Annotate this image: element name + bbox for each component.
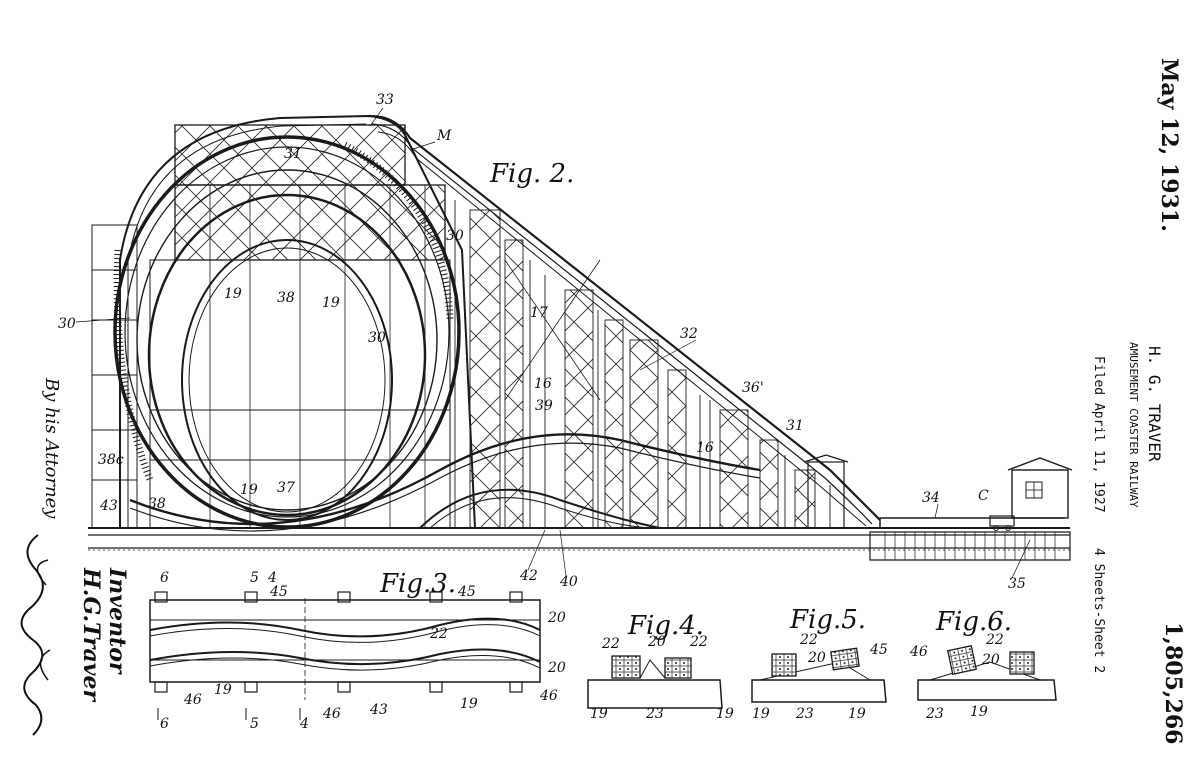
f3-ref-45-b: 45 — [457, 584, 476, 600]
f4-ref-20: 20 — [647, 634, 666, 650]
f3-ref-46-a: 46 — [183, 692, 202, 708]
ref-30-left: 30 — [58, 316, 76, 332]
f3-ref-22: 22 — [429, 626, 448, 642]
fig3-track-plan — [149, 591, 541, 720]
f3-ref-6-bottom: 6 — [160, 716, 169, 732]
f3-ref-4-bottom: 4 — [299, 716, 309, 732]
f3-ref-20-bottom: 20 — [547, 660, 566, 676]
f4-ref-22-a: 22 — [601, 636, 620, 652]
ref-C: C — [978, 488, 989, 504]
f3-ref-46-c: 46 — [539, 688, 558, 704]
f4-ref-23: 23 — [645, 706, 664, 722]
f6-ref-23: 23 — [925, 706, 944, 722]
fig6-labels: Fig.6. 22 46 20 23 19 — [909, 607, 1012, 722]
f6-ref-20: 20 — [981, 652, 1000, 668]
fig5-section — [751, 647, 887, 703]
fig4-label: Fig.4. — [627, 611, 704, 641]
ref-19-b: 19 — [322, 295, 340, 311]
f5-ref-20: 20 — [807, 650, 826, 666]
ref-M: M — [436, 128, 452, 144]
signature-inventor-name: H.G.Traver — [78, 568, 104, 702]
patent-number: 1,805,266 — [1160, 622, 1186, 745]
patent-title: AMUSEMENT COASTER RAILWAY — [1127, 342, 1140, 508]
f6-ref-22: 22 — [985, 632, 1004, 648]
ref-19-c: 19 — [240, 482, 258, 498]
ref-37: 37 — [277, 480, 295, 496]
f3-ref-4-top: 4 — [267, 570, 277, 586]
ref-43: 43 — [99, 498, 118, 514]
fig3-labels: Fig.3. 6 5 4 45 45 20 22 20 46 19 46 43 … — [160, 569, 566, 732]
station — [869, 457, 1073, 561]
ref-39: 39 — [535, 398, 553, 414]
f5-ref-22: 22 — [799, 632, 818, 648]
f5-ref-45: 45 — [869, 642, 888, 658]
f4-ref-19-a: 19 — [590, 706, 608, 722]
signature-inventor-label: Inventor — [104, 568, 130, 674]
ref-32: 32 — [680, 326, 698, 342]
f3-ref-20-top: 20 — [547, 610, 566, 626]
patent-date: May 12, 1931. — [1156, 58, 1182, 232]
fig2-label: Fig. 2. — [489, 159, 574, 189]
ref-31-right: 31 — [786, 418, 804, 434]
fig5-label: Fig.5. — [789, 605, 866, 635]
fig2-reference-numerals: Fig. 2. 33 M 31 30 19 38 19 30 30 17 32 … — [58, 92, 1031, 592]
fig6-label: Fig.6. — [935, 607, 1012, 637]
ref-40: 40 — [559, 574, 578, 590]
fig5-labels: Fig.5. 22 20 45 19 23 19 — [752, 605, 888, 722]
f3-ref-19-a: 19 — [214, 682, 232, 698]
ground-line — [88, 527, 1070, 551]
f6-ref-46: 46 — [909, 644, 928, 660]
ref-38-base: 38 — [148, 496, 166, 512]
f4-ref-22-b: 22 — [689, 634, 708, 650]
f5-ref-23: 23 — [795, 706, 814, 722]
ref-38c: 38c — [98, 452, 124, 468]
ref-36-prime: 36' — [742, 380, 764, 396]
lift-hill — [367, 114, 881, 529]
ref-33: 33 — [376, 92, 394, 108]
ref-38: 38 — [277, 290, 295, 306]
fig6-section — [917, 644, 1057, 701]
wave-track — [129, 433, 761, 532]
f3-ref-5-top: 5 — [250, 570, 259, 586]
attorney-signature-scrawl — [20, 534, 51, 736]
f3-ref-46-b: 46 — [322, 706, 341, 722]
ref-30-inner: 30 — [368, 330, 386, 346]
f3-ref-43: 43 — [369, 702, 388, 718]
ref-16-right: 16 — [696, 440, 714, 456]
ref-31-top: 31 — [284, 146, 302, 162]
fig4-section — [587, 655, 723, 709]
patent-filed-date: Filed April 11, 1927 — [1091, 356, 1106, 513]
patent-inventor-name: H. G. TRAVER — [1145, 346, 1164, 462]
ref-34: 34 — [922, 490, 940, 506]
fig4-labels: Fig.4. 22 20 22 19 23 19 — [590, 611, 734, 722]
f3-ref-6-top: 6 — [160, 570, 169, 586]
fig2-elevation — [88, 114, 1073, 561]
f6-ref-19: 19 — [970, 704, 988, 720]
loop-structure — [113, 114, 476, 529]
f3-ref-19-b: 19 — [460, 696, 478, 712]
signature-by-attorney: By his Attorney — [41, 378, 62, 519]
f5-ref-19-a: 19 — [752, 706, 770, 722]
ref-16-left: 16 — [534, 376, 552, 392]
f5-ref-19-b: 19 — [848, 706, 866, 722]
ref-42: 42 — [519, 568, 538, 584]
ref-30-upper: 30 — [446, 228, 464, 244]
f3-ref-45-a: 45 — [269, 584, 288, 600]
ref-19-a: 19 — [224, 286, 242, 302]
ref-35: 35 — [1008, 576, 1026, 592]
f3-ref-5-bottom: 5 — [250, 716, 259, 732]
patent-sheets: 4 Sheets-Sheet 2 — [1091, 548, 1106, 674]
ref-17: 17 — [530, 305, 548, 321]
fig3-label: Fig.3. — [379, 569, 456, 599]
f4-ref-19-b: 19 — [716, 706, 734, 722]
